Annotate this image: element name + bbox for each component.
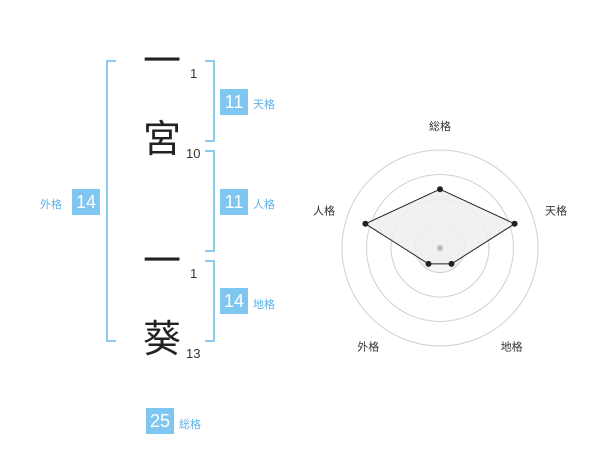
tenkaku-value: 11	[220, 89, 248, 115]
stroke-count-4: 13	[186, 346, 201, 361]
radar-ring-3	[366, 174, 514, 322]
radar-axis-label-1: 総格	[429, 119, 451, 133]
name-char-2: 宮	[143, 117, 182, 161]
radar-axis-label-5: 人格	[313, 203, 335, 217]
tenkaku-bracket	[205, 60, 215, 142]
radar-point-4	[425, 260, 432, 267]
radar-point-2	[511, 220, 518, 227]
chikaku-label: 地格	[253, 298, 275, 311]
name-char-4: 葵	[143, 317, 182, 361]
radar-series-area	[364, 188, 516, 265]
jinkaku-label: 人格	[253, 198, 275, 211]
gaikaku-bracket	[106, 60, 116, 342]
stroke-count-2: 10	[186, 146, 201, 161]
radar-axis-label-2: 天格	[545, 203, 567, 217]
radar-axis-label-4: 外格	[357, 340, 379, 354]
jinkaku-value: 11	[220, 189, 248, 215]
chikaku-bracket	[205, 260, 215, 342]
gaikaku-label: 外格	[40, 198, 62, 211]
radar-point-1	[437, 186, 443, 193]
chikaku-value: 14	[220, 288, 248, 314]
radar-ring-4	[341, 149, 539, 347]
radar-axis-label-3: 地格	[501, 340, 523, 354]
radar-point-3	[448, 260, 455, 267]
name-char-3: 一	[143, 239, 182, 283]
soukaku-label: 総格	[179, 418, 201, 431]
jinkaku-bracket	[205, 150, 215, 252]
gaikaku-value: 14	[72, 189, 100, 215]
soukaku-value: 25	[146, 408, 174, 434]
radar-center-dot	[437, 245, 443, 251]
name-char-1: 一	[143, 39, 182, 83]
stroke-count-3: 1	[190, 266, 198, 281]
stroke-count-1: 1	[190, 66, 198, 81]
tenkaku-label: 天格	[253, 98, 275, 111]
radar-point-5	[362, 220, 369, 227]
